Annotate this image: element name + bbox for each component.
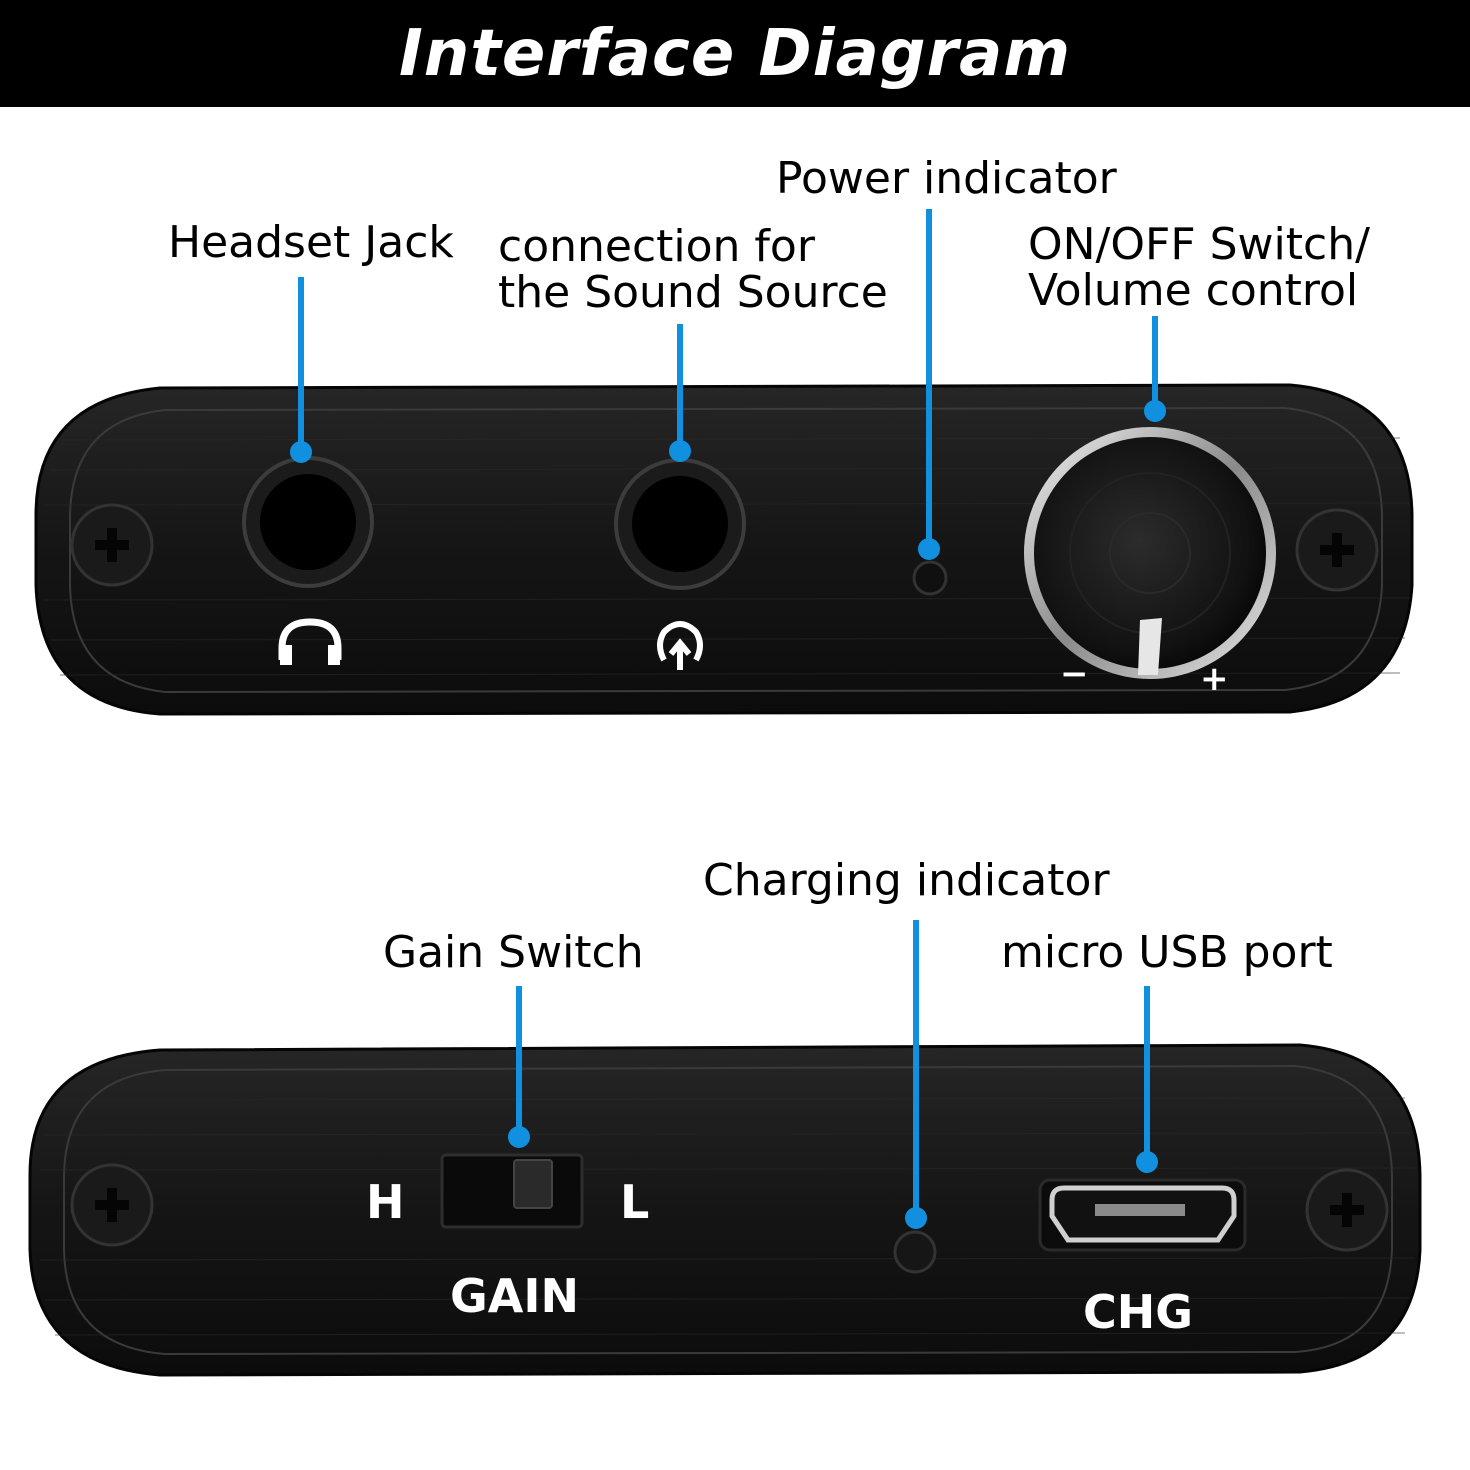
charging-indicator-led — [893, 1230, 937, 1274]
label-power-indicator: Power indicator — [776, 153, 1117, 204]
volume-plus-mark: + — [1200, 659, 1229, 699]
gain-low-mark: L — [620, 1175, 649, 1229]
power-indicator-led — [912, 560, 948, 596]
headset-jack[interactable] — [242, 456, 374, 588]
gain-mark: GAIN — [450, 1269, 579, 1323]
bottom-panel: H L GAIN CHG — [28, 1043, 1422, 1377]
headphones-icon — [278, 618, 342, 665]
label-micro-usb: micro USB port — [1001, 927, 1333, 978]
label-on-off-volume: ON/OFF Switch/ Volume control — [1028, 222, 1370, 314]
volume-knob[interactable] — [1024, 427, 1276, 679]
label-on-off-line1: ON/OFF Switch/ — [1028, 219, 1370, 270]
label-sound-source-line2: the Sound Source — [498, 267, 888, 318]
diagram-title: Interface Diagram — [398, 16, 1072, 91]
label-sound-source: connection for the Sound Source — [498, 224, 888, 316]
screw-top-left — [70, 503, 154, 587]
screw-top-right — [1295, 508, 1379, 592]
label-charging-indicator: Charging indicator — [703, 855, 1110, 906]
gain-high-mark: H — [366, 1175, 405, 1229]
label-sound-source-line1: connection for — [498, 221, 815, 272]
sound-source-jack[interactable] — [614, 458, 746, 590]
charge-mark: CHG — [1083, 1285, 1193, 1339]
volume-minus-mark: − — [1060, 654, 1089, 694]
gain-switch[interactable] — [440, 1153, 584, 1229]
top-panel: − + — [34, 383, 1414, 716]
audio-input-icon — [657, 621, 703, 670]
label-on-off-line2: Volume control — [1028, 265, 1359, 316]
screw-bottom-right — [1305, 1168, 1389, 1252]
label-headset-jack: Headset Jack — [168, 217, 454, 268]
micro-usb-port[interactable] — [1038, 1178, 1247, 1252]
screw-bottom-left — [70, 1163, 154, 1247]
label-gain-switch: Gain Switch — [383, 927, 644, 978]
header-bar: Interface Diagram — [0, 0, 1470, 107]
